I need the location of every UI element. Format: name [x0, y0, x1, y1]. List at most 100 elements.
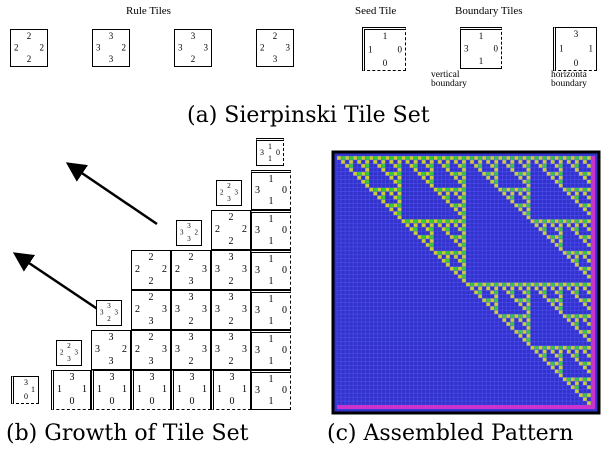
pattern-grid — [336, 155, 596, 410]
tile-label-s: 2 — [190, 54, 196, 64]
tile-label-w: 3 — [180, 228, 184, 237]
tile-label-e: 2 — [162, 264, 167, 275]
tile-label-n: 1 — [268, 334, 274, 345]
tile-label-n: 2 — [148, 292, 154, 303]
tile-label-s: 2 — [228, 236, 234, 247]
tile-label-e: 1 — [162, 384, 167, 395]
tile-label-n: 2 — [272, 31, 278, 41]
tile-label-e: 3 — [202, 264, 207, 275]
tile-label-s: 1 — [268, 154, 272, 163]
tile-label-n: 3 — [69, 372, 75, 383]
tile-label-e: 1 — [122, 384, 127, 395]
tile-label-n: 2 — [148, 252, 154, 263]
tile-label-e: 3 — [285, 42, 291, 53]
tile-label-s: 1 — [268, 316, 274, 327]
tile-label-w: 3 — [96, 42, 101, 53]
caption-c: (c) Assembled Pattern — [327, 421, 574, 446]
tile-label-n: 3 — [187, 222, 191, 230]
tile-label-w: 3 — [255, 265, 260, 276]
tile-label-w: 2 — [260, 42, 265, 53]
tile-label-e: 0 — [282, 265, 287, 276]
tile-label-e: 3 — [234, 188, 239, 197]
tile-label-s: 0 — [24, 392, 28, 401]
tile-label-s: 3 — [108, 356, 114, 367]
tile-label-e: 3 — [114, 308, 119, 317]
tile-label-n: 1 — [268, 174, 274, 185]
tile-label-s: 0 — [382, 58, 388, 68]
tile-label-n: 3 — [228, 252, 234, 263]
tile-label-w: 2 — [135, 304, 140, 315]
tile-label-n: 3 — [24, 378, 28, 387]
tile-label-s: 0 — [69, 396, 75, 407]
tile-label-n: 2 — [188, 252, 194, 263]
tile-label-w: 1 — [217, 384, 222, 395]
tile-label-s: 0 — [189, 396, 195, 407]
tile-label-w: 3 — [255, 305, 260, 316]
tile-label-w: 2 — [14, 42, 19, 53]
tile-label-n: 3 — [188, 292, 194, 303]
tile-label-e: 1 — [588, 43, 594, 54]
seed-tile-heading: Seed Tile — [355, 5, 397, 17]
tile-label-n: 1 — [268, 254, 274, 265]
tile-label-e: 0 — [397, 44, 403, 55]
tile-label-s: 0 — [149, 396, 155, 407]
tile-label-n: 2 — [67, 342, 71, 350]
tile-label-n: 2 — [227, 182, 231, 190]
tile-label-e: 3 — [242, 264, 247, 275]
tile-label-s: 1 — [478, 56, 484, 66]
tile-label-s: 2 — [188, 356, 194, 367]
tile-label-w: 3 — [215, 344, 220, 355]
tile-label-s: 3 — [272, 54, 278, 64]
tile-label-e: 1 — [82, 384, 87, 395]
tile-label-w: 3 — [175, 344, 180, 355]
tile-label-e: 3 — [203, 42, 209, 53]
tile-label-w: 3 — [175, 304, 180, 315]
pattern-right-edge — [590, 156, 595, 409]
tile-label-n: 1 — [268, 294, 274, 305]
tile-label-w: 2 — [135, 344, 140, 355]
tile-label-e: 0 — [282, 225, 287, 236]
tile-label-n: 3 — [228, 292, 234, 303]
tile-label-w: 1 — [97, 384, 102, 395]
tile-label-n: 3 — [149, 372, 155, 383]
tile-label-w: 3 — [260, 148, 264, 157]
tile-label-e: 0 — [493, 43, 499, 54]
tile-label-s: 2 — [148, 276, 154, 287]
tile-label-n: 3 — [573, 29, 579, 39]
tile-label-e: 1 — [242, 384, 247, 395]
tile-label-s: 2 — [188, 316, 194, 327]
tile-label-s: 1 — [268, 276, 274, 287]
tile-label-n: 3 — [229, 372, 235, 383]
tile-label-s: 2 — [228, 316, 234, 327]
rule-tiles-heading: Rule Tiles — [126, 5, 171, 17]
tile-label-n: 3 — [108, 31, 114, 41]
tile-label-e: 2 — [194, 228, 199, 237]
tile-label-s: 0 — [229, 396, 235, 407]
tile-label-s: 3 — [188, 276, 194, 287]
tile-label-e: 0 — [282, 305, 287, 316]
tile-label-e: 3 — [162, 344, 167, 355]
